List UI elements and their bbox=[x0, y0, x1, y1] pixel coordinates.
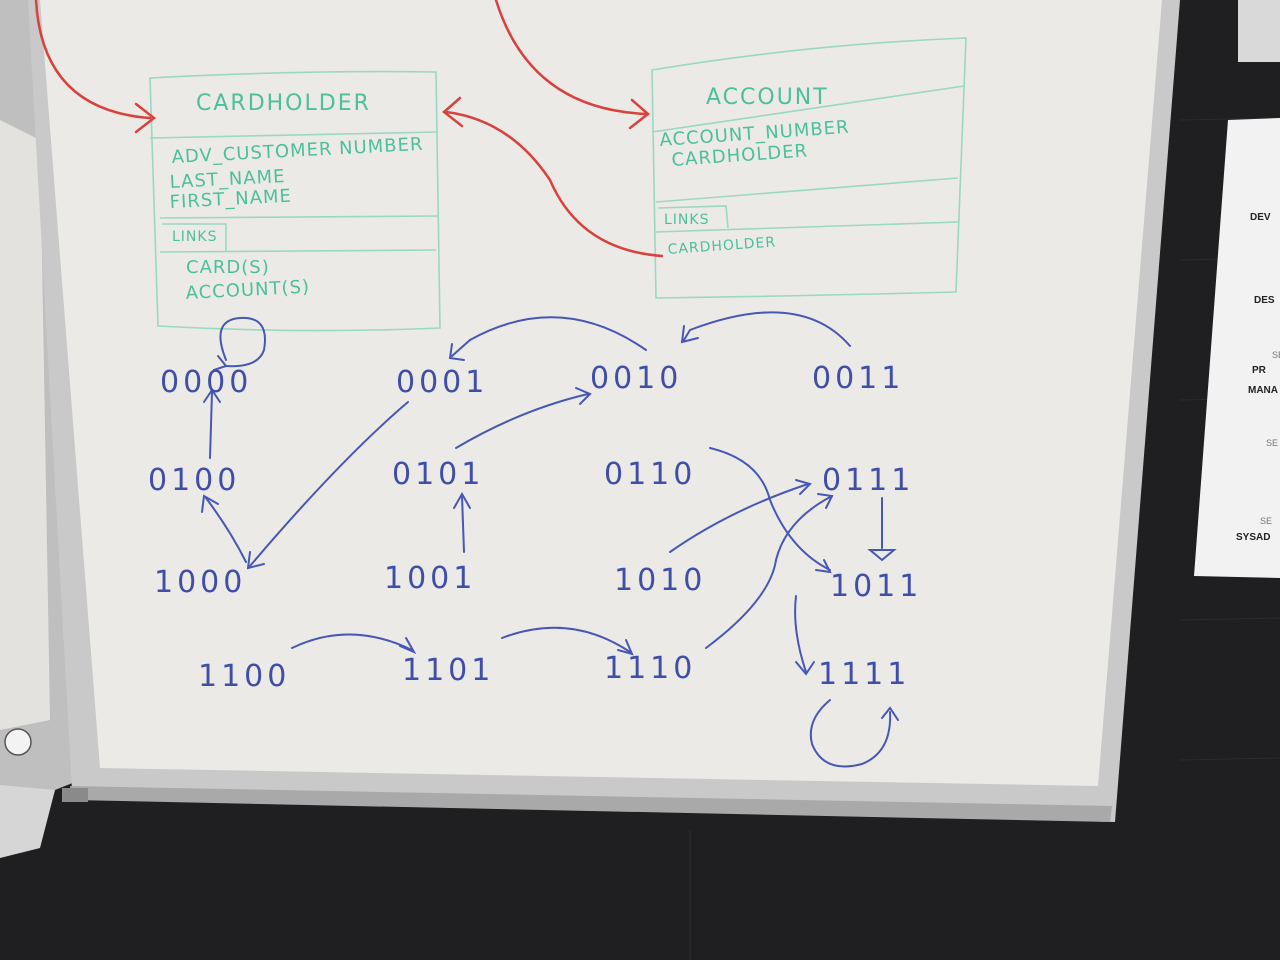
state-1001: 1001 bbox=[384, 561, 476, 596]
arrow-1001-to-0101 bbox=[461, 495, 465, 553]
red-arrowhead-account bbox=[628, 98, 650, 130]
note-label-se-3: SE bbox=[1260, 516, 1272, 526]
note-label-pr: PR bbox=[1252, 365, 1267, 376]
red-relation-arrows bbox=[34, 0, 664, 258]
state-1000: 1000 bbox=[154, 565, 246, 600]
note-label-des: DES bbox=[1254, 295, 1275, 306]
left-board-surface bbox=[0, 120, 50, 730]
state-1011: 1011 bbox=[830, 569, 922, 604]
arrow-1000-to-0100 bbox=[205, 497, 247, 563]
account-link-cardholder: CARDHOLDER bbox=[667, 234, 776, 258]
note-label-se-1: SE bbox=[1272, 350, 1280, 360]
arrow-0101-to-0010 bbox=[455, 393, 589, 449]
state-labels: 0000 0001 0010 0011 0100 0101 0110 0111 … bbox=[148, 361, 922, 694]
cardholder-link-cards: CARD(S) bbox=[186, 257, 270, 278]
state-0110: 0110 bbox=[604, 457, 696, 492]
board-surface bbox=[40, 0, 1162, 786]
state-1101: 1101 bbox=[402, 653, 494, 688]
state-1100: 1100 bbox=[198, 659, 290, 694]
self-loop-1111 bbox=[809, 699, 892, 768]
red-arrowhead-cardholder-link bbox=[442, 96, 464, 128]
arrow-1010-to-0111 bbox=[669, 483, 809, 553]
note-label-sysad: SYSAD bbox=[1236, 532, 1270, 543]
badge-icon bbox=[4, 728, 32, 756]
wall-note-labels: DEV DES SE PR MANA SE SE SYSAD bbox=[1236, 212, 1280, 543]
cardholder-title: CARDHOLDER bbox=[196, 91, 371, 116]
state-1111: 1111 bbox=[818, 657, 910, 692]
arrow-0010-to-0001 bbox=[451, 316, 647, 357]
arrow-0001-to-1000 bbox=[249, 401, 409, 567]
state-0101: 0101 bbox=[392, 457, 484, 492]
state-0001: 0001 bbox=[396, 365, 488, 400]
account-links-label: LINKS bbox=[664, 212, 709, 228]
self-loop-0000 bbox=[219, 316, 266, 368]
left-board-tray bbox=[0, 785, 55, 858]
state-0111: 0111 bbox=[822, 463, 914, 498]
red-arrowhead-cardholder bbox=[134, 102, 157, 134]
arrow-0011-to-0010 bbox=[683, 311, 851, 347]
state-0010: 0010 bbox=[590, 361, 682, 396]
red-arrow-to-cardholder bbox=[34, 0, 152, 120]
state-transition-arrows bbox=[201, 311, 899, 768]
account-title: ACCOUNT bbox=[706, 85, 829, 110]
arrow-0110-to-1011 bbox=[709, 447, 831, 571]
note-label-mana: MANA bbox=[1248, 385, 1278, 396]
note-label-dev: DEV bbox=[1250, 212, 1271, 223]
state-0000: 0000 bbox=[160, 365, 252, 400]
arrow-1110-to-0111 bbox=[705, 495, 833, 649]
arrow-0100-to-0000 bbox=[209, 391, 213, 459]
state-1010: 1010 bbox=[614, 563, 706, 598]
red-arrow-account-cardholder bbox=[444, 110, 664, 258]
tray-clip bbox=[62, 788, 88, 802]
state-0011: 0011 bbox=[812, 361, 904, 396]
state-0100: 0100 bbox=[148, 463, 240, 498]
board-tray bbox=[70, 786, 1112, 822]
note-label-se-2: SE bbox=[1266, 438, 1278, 448]
wall-paper-note bbox=[1194, 118, 1280, 578]
red-arrow-to-account bbox=[494, 0, 650, 116]
state-1110: 1110 bbox=[604, 651, 696, 686]
wall-sticker bbox=[1238, 0, 1280, 62]
arrow-1011-to-1111 bbox=[794, 595, 807, 673]
cardholder-links-label: LINKS bbox=[172, 229, 217, 245]
arrow-1100-to-1101 bbox=[291, 633, 413, 651]
arrow-1101-to-1110 bbox=[501, 626, 631, 653]
